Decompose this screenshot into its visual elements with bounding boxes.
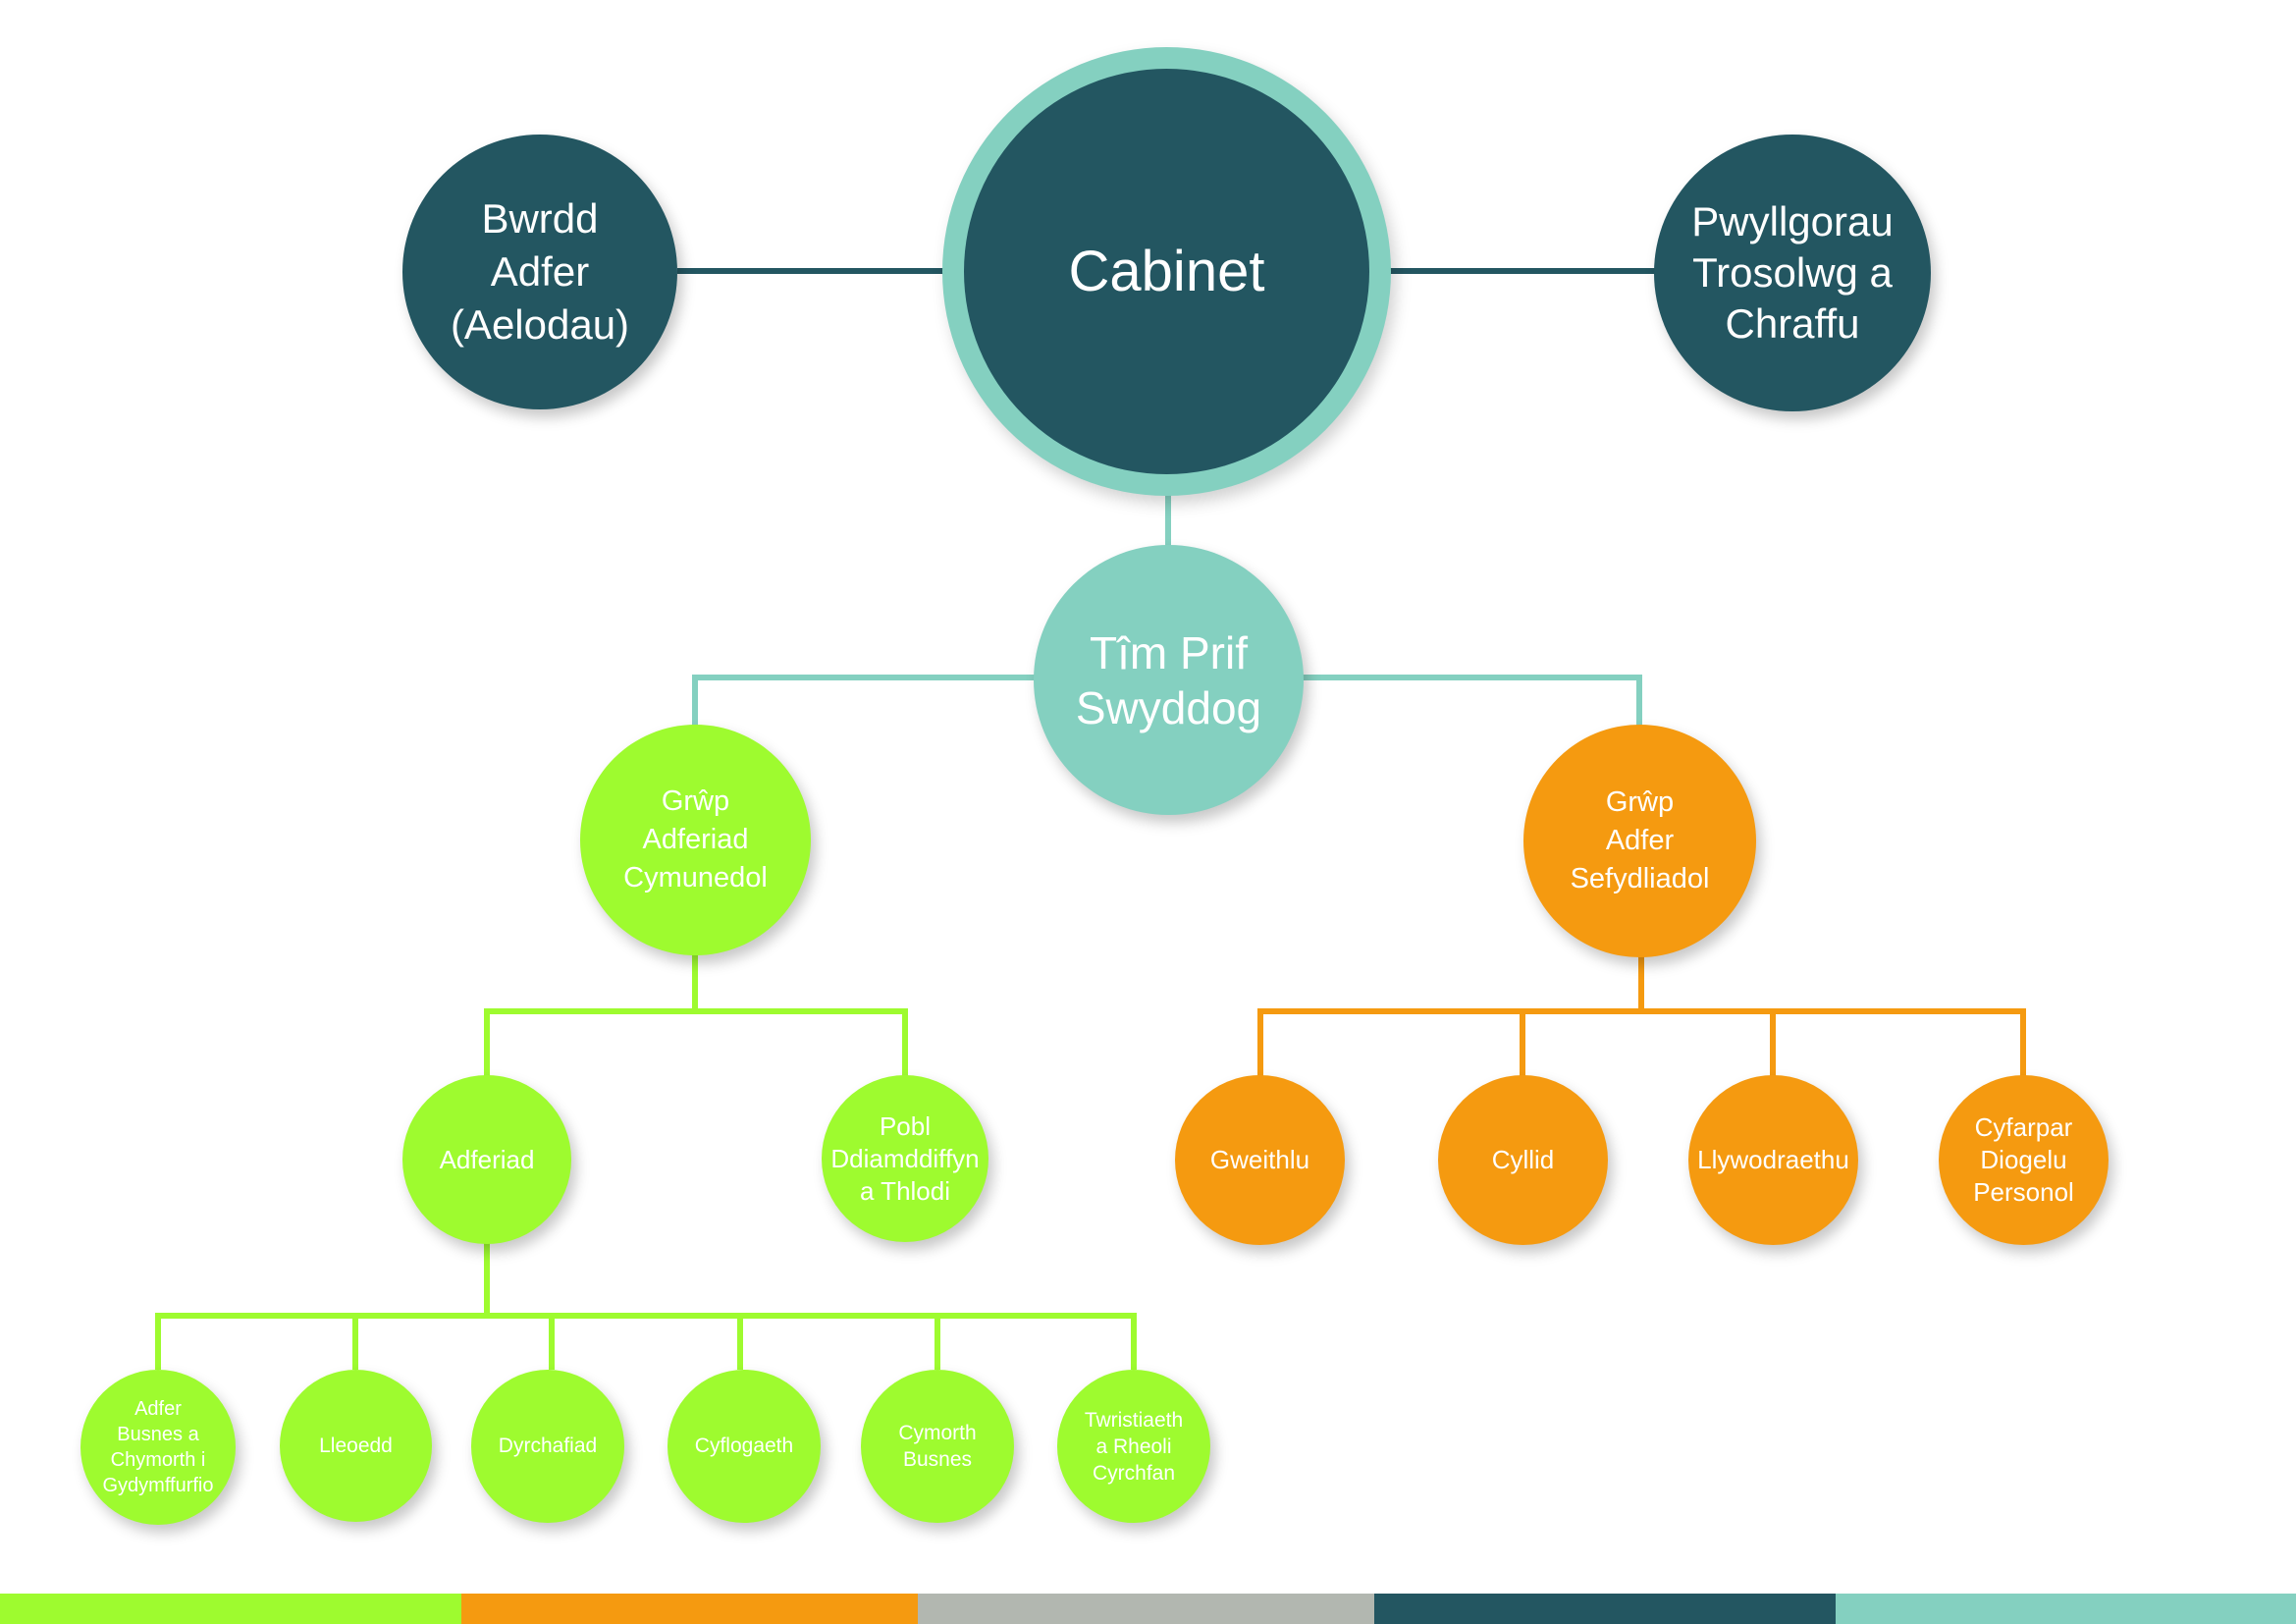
node-gweithlu-label: Gweithlu bbox=[1209, 1145, 1310, 1174]
connector-green-level2 bbox=[484, 1008, 908, 1080]
node-cyflogaeth-label: Cyflogaeth bbox=[694, 1435, 794, 1457]
node-adferiad: Adferiad bbox=[402, 1075, 571, 1244]
node-cyllid: Cyllid bbox=[1438, 1075, 1608, 1245]
connector-orange-level2 bbox=[1257, 1008, 2026, 1080]
node-cyfarpar-label: Cyfarpar Diogelu Personol bbox=[1973, 1112, 2074, 1207]
node-cyfarpar: Cyfarpar Diogelu Personol bbox=[1939, 1075, 2109, 1245]
color-strip-orange bbox=[461, 1594, 918, 1624]
node-cyflogaeth: Cyflogaeth bbox=[667, 1370, 821, 1523]
node-pobl-ddiamddiffyn: Pobl Ddiamddiffyn a Thlodi bbox=[822, 1075, 988, 1242]
node-pwyllgorau-label: Pwyllgorau Trosolwg a Chraffu bbox=[1691, 198, 1894, 347]
color-strip-dark bbox=[1374, 1594, 1836, 1624]
node-cymorth-busnes-label: Cymorth Busnes bbox=[898, 1422, 977, 1471]
node-gweithlu: Gweithlu bbox=[1175, 1075, 1345, 1245]
node-lleoedd-label: Lleoedd bbox=[319, 1434, 393, 1457]
node-grwp-cymunedol-label: Grŵp Adferiad Cymunedol bbox=[623, 785, 768, 893]
node-cabinet-label: Cabinet bbox=[1068, 240, 1265, 303]
node-llywodraethu: Llywodraethu bbox=[1688, 1075, 1858, 1245]
node-pwyllgorau: Pwyllgorau Trosolwg a Chraffu bbox=[1654, 135, 1931, 411]
connector-green-level3 bbox=[155, 1313, 1137, 1370]
node-grwp-sefydliadol-label: Grŵp Adfer Sefydliadol bbox=[1570, 786, 1710, 894]
node-adfer-busnes: Adfer Busnes a Chymorth i Gydymffurfio bbox=[80, 1370, 236, 1525]
node-adferiad-label: Adferiad bbox=[439, 1144, 535, 1174]
node-tim-prif-swyddog: Tîm Prif Swyddog bbox=[1034, 545, 1304, 815]
node-pobl-ddiamddiffyn-label: Pobl Ddiamddiffyn a Thlodi bbox=[830, 1110, 980, 1206]
node-twristiaeth-label: Twristiaeth a Rheoli Cyrchfan bbox=[1084, 1408, 1184, 1485]
node-twristiaeth: Twristiaeth a Rheoli Cyrchfan bbox=[1057, 1370, 1210, 1523]
node-bwrdd-adfer-label: Bwrdd Adfer (Aelodau) bbox=[450, 195, 630, 348]
node-dyrchafiad: Dyrchafiad bbox=[471, 1370, 624, 1523]
node-cyllid-label: Cyllid bbox=[1491, 1145, 1555, 1174]
node-cymorth-busnes: Cymorth Busnes bbox=[861, 1370, 1014, 1523]
node-grwp-cymunedol: Grŵp Adferiad Cymunedol bbox=[580, 725, 811, 955]
node-bwrdd-adfer: Bwrdd Adfer (Aelodau) bbox=[402, 135, 677, 409]
node-llywodraethu-label: Llywodraethu bbox=[1697, 1145, 1849, 1174]
color-strip-green bbox=[0, 1594, 461, 1624]
node-tim-prif-swyddog-label: Tîm Prif Swyddog bbox=[1075, 626, 1262, 733]
node-dyrchafiad-label: Dyrchafiad bbox=[498, 1435, 598, 1457]
node-cabinet: Cabinet bbox=[964, 69, 1369, 474]
color-strip-grey bbox=[918, 1594, 1374, 1624]
node-grwp-sefydliadol: Grŵp Adfer Sefydliadol bbox=[1523, 725, 1756, 957]
color-strip-teal bbox=[1836, 1594, 2296, 1624]
node-lleoedd: Lleoedd bbox=[280, 1370, 432, 1522]
node-adfer-busnes-label: Adfer Busnes a Chymorth i Gydymffurfio bbox=[102, 1398, 214, 1496]
